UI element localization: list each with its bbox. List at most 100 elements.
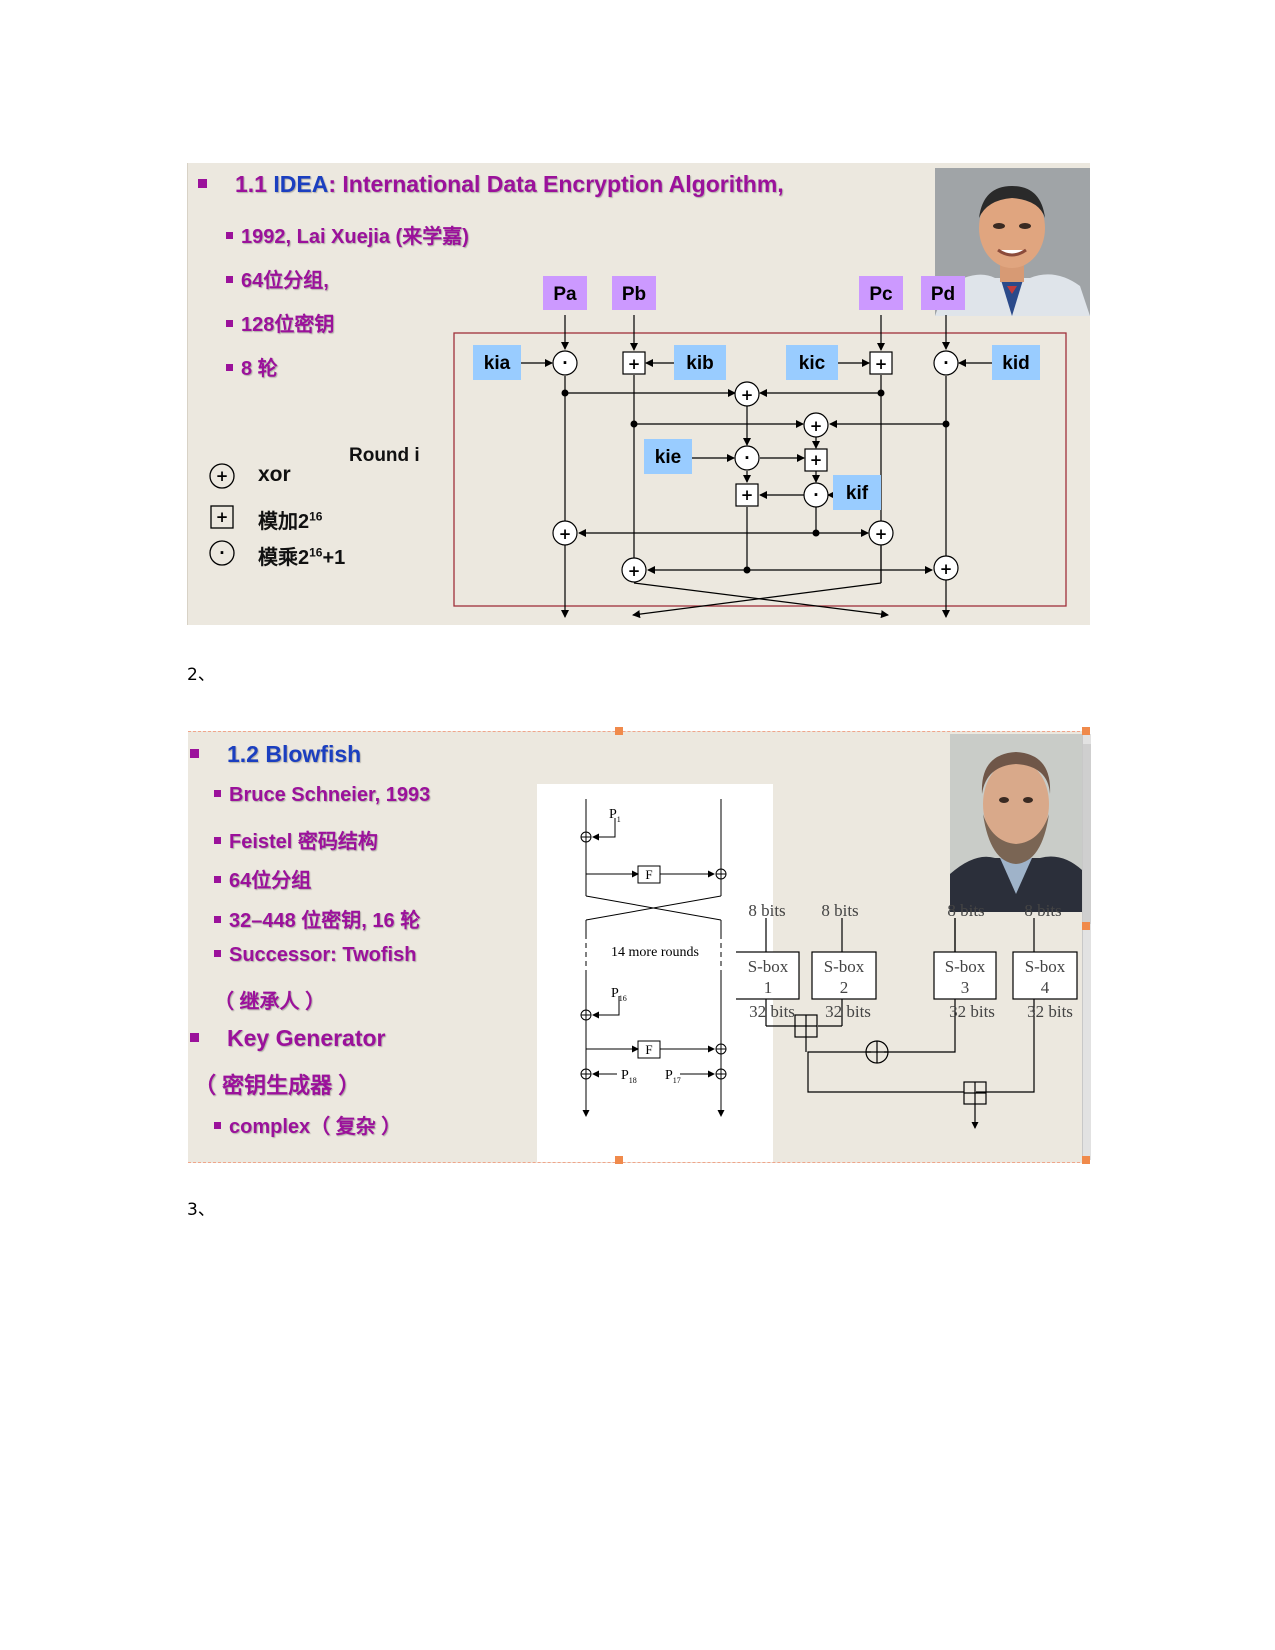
idea-slide: 1.1 IDEA: International Data Encryption … — [187, 163, 1090, 625]
sbox4-output-label: 32 bits — [1027, 1002, 1073, 1021]
resize-handle-top[interactable] — [615, 727, 623, 735]
idea-bullet-year: 1992, Lai Xuejia (来学嘉) — [226, 220, 469, 249]
input-pa: Pa — [553, 284, 577, 305]
bruce-schneier-photo — [950, 734, 1082, 912]
svg-text:+: + — [559, 525, 572, 543]
sbox2-name: S-box — [824, 957, 865, 976]
xor-icon: + — [868, 520, 894, 546]
bullet-icon — [198, 179, 207, 189]
key-kie: kie — [655, 447, 681, 468]
bullet-icon — [214, 837, 221, 845]
sbox4-input-label: 8 bits — [1024, 902, 1061, 920]
idea-round-diagram: · + + · + + · + + · + + + + — [453, 276, 1067, 619]
input-pb: Pb — [622, 284, 646, 305]
p16-label: P16 — [611, 986, 627, 1003]
bullet-icon — [214, 790, 221, 798]
key-kif: kif — [846, 483, 869, 504]
slide-scrollbar[interactable] — [1082, 734, 1091, 1160]
svg-text:·: · — [562, 354, 568, 372]
section-number-2: 2、 — [187, 665, 215, 685]
round-frame — [453, 332, 1067, 607]
svg-text:+: + — [940, 560, 953, 578]
blowfish-bullet-block: 64位分组 — [214, 864, 311, 893]
bullet-icon — [214, 876, 221, 884]
sbox3-num: 3 — [961, 978, 970, 997]
idea-title: 1.1 IDEA: International Data Encryption … — [198, 171, 784, 198]
section-number-3: 3、 — [187, 1200, 215, 1220]
input-boxes — [543, 276, 965, 310]
svg-text:+: + — [875, 355, 888, 373]
sbox1-output-label: 32 bits — [749, 1002, 795, 1021]
p17-label: P17 — [665, 1068, 681, 1085]
legend-mod-add: 模加216 — [258, 509, 323, 533]
resize-handle-bottom-right[interactable] — [1082, 1156, 1090, 1164]
legend-mod-mul: 模乘216+1 — [258, 545, 346, 569]
svg-text:·: · — [813, 486, 819, 504]
sbox4-num: 4 — [1041, 978, 1050, 997]
xor-icon: + — [734, 381, 760, 407]
p1-label: P1 — [609, 807, 621, 824]
svg-text:+: + — [810, 417, 823, 435]
feistel-diagram: P1 F 14 more rounds P16 F P18 P17 — [537, 784, 773, 1162]
blowfish-title: 1.2 Blowfish — [190, 741, 361, 768]
legend-symbols: + + · — [209, 463, 235, 566]
successor-note: （ 继承人 ） — [214, 991, 326, 1013]
xor-icon: + — [209, 463, 235, 489]
blowfish-bullet-feistel: Feistel 密码结构 — [214, 825, 378, 854]
input-pc: Pc — [869, 284, 893, 305]
more-rounds-label: 14 more rounds — [611, 945, 699, 960]
mod-mul-icon: · — [209, 540, 235, 566]
idea-bullet-key: 128位密钥 — [226, 308, 334, 337]
scrollbar-thumb[interactable] — [1083, 744, 1091, 924]
resize-handle-right[interactable] — [1082, 922, 1090, 930]
sbox1-input-label: 8 bits — [748, 902, 785, 920]
legend-xor: xor — [258, 463, 291, 486]
mod-add-icon: + — [210, 505, 234, 529]
add-icon: + — [735, 483, 759, 507]
svg-text:+: + — [741, 386, 754, 404]
sbox-diagram: 8 bits 8 bits S-box 3 S-box 4 32 bits 32… — [807, 902, 1078, 1129]
bullet-icon — [226, 232, 233, 240]
idea-acronym: IDEA — [273, 171, 329, 197]
mul-icon: · — [803, 482, 829, 508]
svg-text:+: + — [741, 486, 754, 504]
key-generator: Key Generator — [190, 1025, 386, 1052]
key-kid: kid — [1002, 353, 1029, 374]
add-icon: + — [622, 351, 646, 375]
blowfish-slide: 1.2 Blowfish Bruce Schneier, 1993 Feiste… — [188, 727, 1091, 1164]
bullet-icon — [190, 1033, 199, 1043]
svg-text:+: + — [216, 467, 229, 485]
bullet-icon — [214, 916, 221, 924]
sbox-diagram-left: 8 bits 8 bits S-box 1 S-box 2 32 bits 32… — [736, 902, 877, 1052]
input-pd: Pd — [931, 284, 955, 305]
bullet-icon — [226, 364, 233, 372]
svg-text:·: · — [219, 544, 225, 562]
f-label-top: F — [645, 867, 652, 882]
resize-handle-bottom[interactable] — [615, 1156, 623, 1164]
xor-icon: + — [933, 555, 959, 581]
mul-icon: · — [734, 445, 760, 471]
sbox3-output-label: 32 bits — [949, 1002, 995, 1021]
svg-text:+: + — [810, 451, 823, 469]
sbox1-num: 1 — [764, 978, 773, 997]
idea-bullet-rounds: 8 轮 — [226, 352, 278, 381]
svg-text:·: · — [744, 449, 750, 467]
resize-handle-top-right[interactable] — [1082, 727, 1090, 735]
p18-label: P18 — [621, 1068, 637, 1085]
blowfish-bullet-author: Bruce Schneier, 1993 — [214, 784, 430, 807]
blowfish-bullet-successor: Successor: Twofish — [214, 944, 416, 967]
bullet-icon — [226, 320, 233, 328]
svg-text:+: + — [628, 562, 641, 580]
svg-text:+: + — [875, 525, 888, 543]
key-kia: kia — [484, 353, 511, 374]
sbox2-num: 2 — [840, 978, 849, 997]
xor-icon: + — [552, 520, 578, 546]
add-icon: + — [804, 448, 828, 472]
sbox2-input-label: 8 bits — [821, 902, 858, 920]
key-kib: kib — [686, 353, 713, 374]
key-kic: kic — [799, 353, 826, 374]
bullet-icon — [190, 749, 199, 759]
sbox3-input-label: 8 bits — [947, 902, 984, 920]
sbox2-output-label: 32 bits — [825, 1002, 871, 1021]
xor-icon: + — [803, 412, 829, 438]
